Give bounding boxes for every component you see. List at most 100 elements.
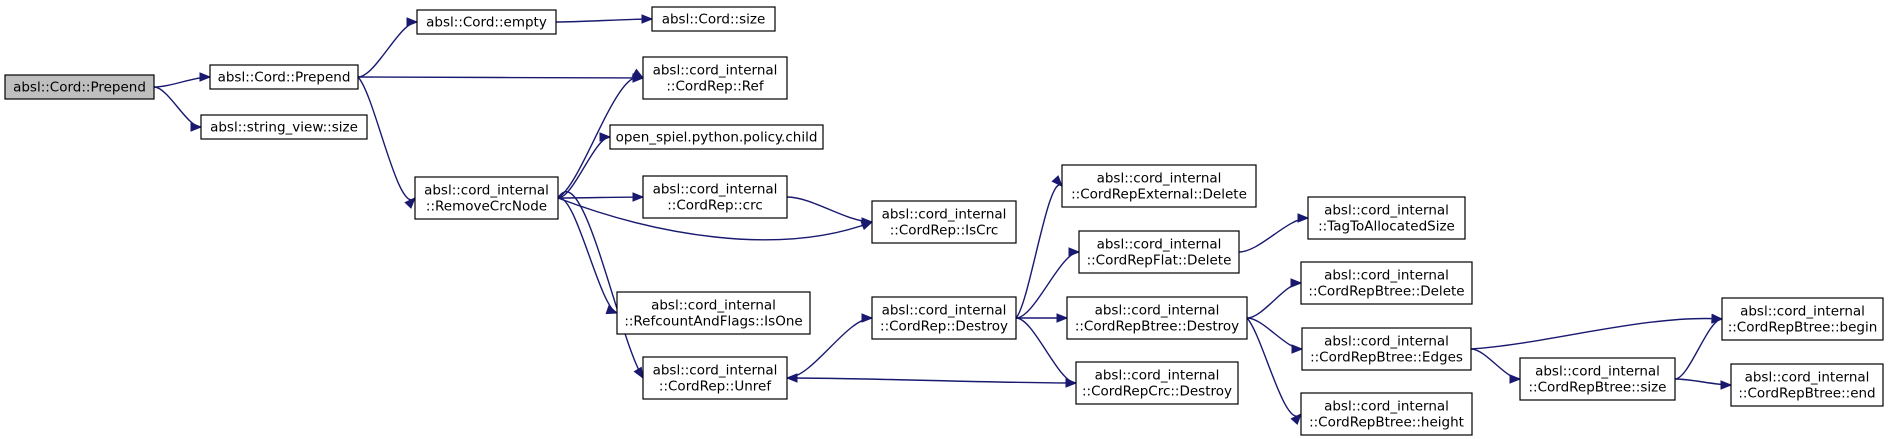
edge-arrowhead-n16-n19	[1290, 278, 1303, 288]
node-label: ::CordRep::crc	[667, 198, 763, 214]
node-label: ::RefcountAndFlags::IsOne	[624, 314, 802, 330]
node-label: absl::cord_internal	[651, 298, 776, 314]
node-label: absl::Cord::Prepend	[13, 80, 146, 96]
function-node[interactable]: absl::cord_internal::CordRepBtree::Destr…	[1066, 296, 1248, 340]
node-label: open_spiel.python.policy.child	[616, 130, 818, 146]
edge-arrowhead-n16-n21	[1290, 412, 1302, 425]
function-node[interactable]: absl::cord_internal::CordRep::crc	[642, 175, 788, 219]
edge-n4-n5	[555, 18, 653, 23]
node-label: ::CordRep::Destroy	[880, 319, 1008, 335]
edge-arrowhead-n7-n12	[633, 366, 644, 380]
function-node[interactable]: absl::cord_internal::CordRepBtree::end	[1730, 363, 1884, 407]
function-node[interactable]: absl::cord_internal::CordRepBtree::Edges	[1301, 327, 1472, 371]
node-box	[871, 200, 1017, 244]
edge-arrowhead-n7-n9	[632, 192, 645, 202]
edge-n13-n14	[1015, 184, 1063, 319]
function-node[interactable]: absl::Cord::empty	[416, 9, 557, 35]
edge-arrowhead-n2-n4	[406, 17, 419, 27]
node-label: ::CordRepBtree::begin	[1728, 320, 1878, 336]
root-node[interactable]: absl::Cord::Prepend	[4, 74, 155, 100]
function-node[interactable]: absl::cord_internal::CordRep::IsCrc	[871, 200, 1017, 244]
edge-arrowhead-n12-n13	[861, 313, 874, 323]
function-node[interactable]: absl::cord_internal::CordRepBtree::Delet…	[1300, 261, 1473, 305]
node-label: ::CordRepBtree::Destroy	[1075, 319, 1239, 335]
function-node[interactable]: absl::cord_internal::CordRepFlat::Delete	[1078, 230, 1240, 274]
node-label: absl::cord_internal	[1745, 370, 1870, 386]
function-node[interactable]: absl::Cord::Prepend	[209, 64, 359, 90]
node-label: ::CordRepBtree::Delete	[1308, 284, 1464, 300]
node-box	[642, 56, 788, 100]
edge-n9-n10	[786, 196, 873, 223]
edge-arrowhead-n7-n6	[631, 68, 645, 79]
function-node[interactable]: absl::cord_internal::CordRep::Ref	[642, 56, 788, 100]
node-label: absl::cord_internal	[1097, 237, 1222, 253]
edge-arrowhead-n13-n15	[1068, 247, 1081, 257]
node-box	[642, 356, 788, 400]
edge-n7-n12	[557, 191, 644, 379]
edge-n7-n6	[557, 76, 644, 199]
node-label: absl::cord_internal	[882, 207, 1007, 223]
edge-n20-n22	[1470, 348, 1521, 380]
edge-n2-n7	[357, 76, 416, 201]
node-box	[209, 64, 359, 90]
node-label: absl::Cord::size	[662, 12, 766, 28]
node-label: ::CordRepFlat::Delete	[1087, 253, 1232, 269]
function-node[interactable]: absl::Cord::size	[651, 6, 776, 32]
edge-n2-n4	[357, 21, 418, 78]
node-box	[1078, 230, 1240, 274]
function-node[interactable]: absl::cord_internal::RefcountAndFlags::I…	[616, 291, 811, 335]
function-node[interactable]: absl::cord_internal::CordRepBtree::heigh…	[1300, 392, 1473, 436]
node-box	[1730, 363, 1884, 407]
edge-n2-n6	[357, 76, 644, 79]
function-node[interactable]: absl::cord_internal::CordRepBtree::begin	[1721, 297, 1884, 341]
node-label: ::RemoveCrcNode	[426, 199, 547, 215]
edge-arrowhead-n9-n10	[861, 217, 874, 227]
node-label: absl::Cord::empty	[426, 15, 547, 31]
edge-arrowhead-n13-n14	[1051, 175, 1063, 187]
node-box	[200, 114, 368, 140]
edge-arrowhead-n7-n11	[605, 305, 619, 315]
node-label: ::TagToAllocatedSize	[1318, 219, 1455, 235]
edge-arrowhead-n17-n12	[785, 373, 798, 383]
nodes-layer: absl::Cord::Prependabsl::Cord::Prependab…	[4, 6, 1884, 436]
function-node[interactable]: absl::cord_internal::CordRepCrc::Destroy	[1075, 361, 1239, 405]
node-label: ::CordRepExternal::Delete	[1071, 187, 1247, 203]
function-node[interactable]: absl::cord_internal::CordRep::Unref	[642, 356, 788, 400]
edge-n16-n21	[1246, 317, 1302, 417]
edge-arrowhead-n13-n16	[1056, 313, 1069, 323]
function-node[interactable]: absl::cord_internal::CordRepExternal::De…	[1061, 164, 1257, 208]
edge-arrowhead-n15-n18	[1297, 213, 1310, 223]
edge-n17-n12	[786, 377, 1077, 384]
function-node[interactable]: absl::cord_internal::TagToAllocatedSize	[1307, 196, 1466, 240]
edge-arrowhead-n2-n7	[404, 197, 416, 209]
node-box	[871, 296, 1017, 340]
node-label: absl::string_view::size	[210, 120, 358, 136]
function-node[interactable]: open_spiel.python.policy.child	[609, 124, 824, 150]
edge-arrowhead-n7-n8	[599, 132, 612, 142]
edge-arrowhead-n1-n2	[199, 72, 212, 82]
edge-n7-n11	[557, 197, 618, 314]
node-box	[1301, 327, 1472, 371]
node-label: absl::cord_internal	[1095, 368, 1220, 384]
function-node[interactable]: absl::string_view::size	[200, 114, 368, 140]
node-label: absl::cord_internal	[1324, 203, 1449, 219]
node-label: ::CordRepBtree::Edges	[1310, 350, 1463, 366]
node-label: absl::cord_internal	[653, 182, 778, 198]
node-box	[1061, 164, 1257, 208]
edge-arrowhead-n1-n3	[190, 122, 203, 132]
node-box	[1519, 357, 1676, 401]
function-node[interactable]: absl::cord_internal::CordRep::Destroy	[871, 296, 1017, 340]
function-node[interactable]: absl::cord_internal::CordRepBtree::size	[1519, 357, 1676, 401]
node-box	[1307, 196, 1466, 240]
node-label: absl::cord_internal	[1095, 303, 1220, 319]
node-box	[651, 6, 776, 32]
edge-arrowhead-n4-n5	[641, 14, 654, 24]
node-label: ::CordRep::Ref	[666, 79, 764, 95]
node-label: ::CordRep::Unref	[659, 379, 772, 395]
edges-layer	[153, 14, 1733, 425]
node-label: absl::cord_internal	[1535, 364, 1660, 380]
node-label: absl::cord_internal	[424, 183, 549, 199]
function-node[interactable]: absl::cord_internal::RemoveCrcNode	[414, 176, 559, 220]
node-label: absl::cord_internal	[653, 63, 778, 79]
